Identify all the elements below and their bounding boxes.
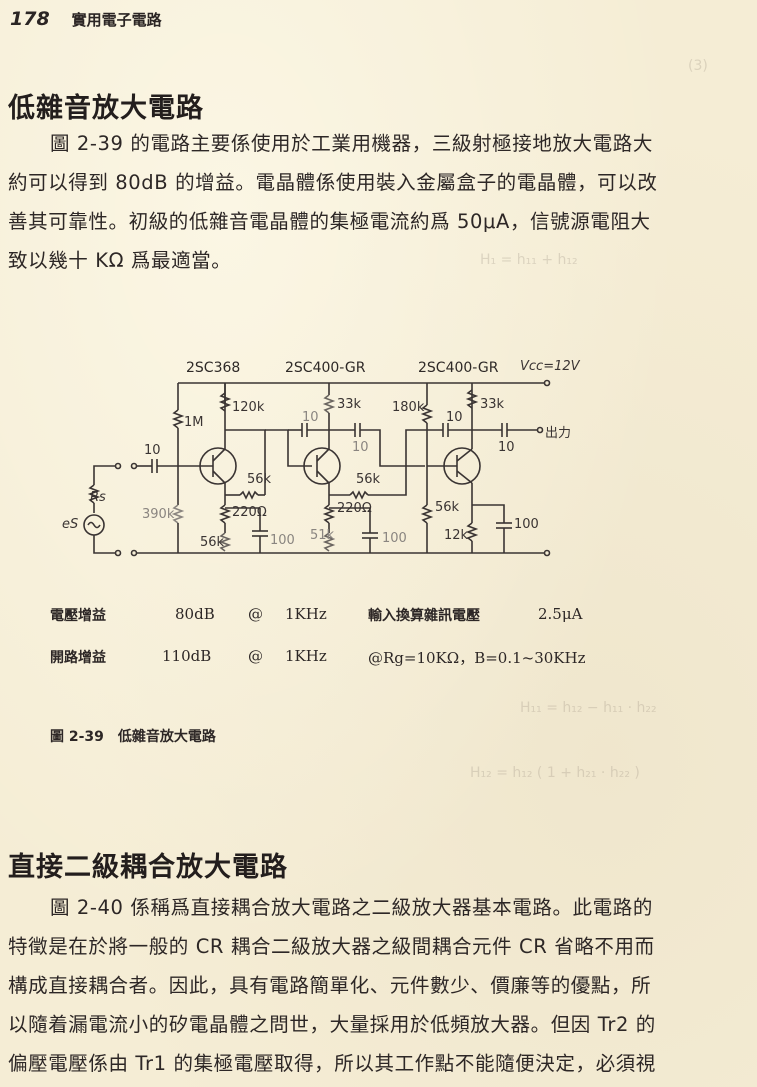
- section-title-low-noise-amplifier: 低雜音放大電路: [8, 93, 204, 124]
- section2-paragraph: 圖 2-40 係稱爲直接耦合放大電路之二級放大器基本電路。此電路的 特徵是在於將…: [8, 888, 750, 1083]
- spec-at: @: [248, 605, 263, 623]
- r-label: 1M: [184, 415, 204, 430]
- spec-extra-label: 輸入換算雜訊電壓: [368, 608, 480, 624]
- paragraph-line: 圖 2-39 的電路主要係使用於工業用機器，三級射極接地放大電路大: [50, 132, 653, 155]
- source-label: eS: [62, 517, 79, 532]
- schematic-drawing: [83, 379, 551, 557]
- r-label: 12k: [444, 528, 469, 543]
- c-label: 10: [446, 410, 463, 425]
- paragraph-line: 圖 2-40 係稱爲直接耦合放大電路之二級放大器基本電路。此電路的: [50, 896, 653, 919]
- running-head: 178 實用電子電路: [10, 8, 162, 30]
- transistor-label-q1: 2SC368: [186, 360, 241, 376]
- output-label: 出力: [545, 426, 572, 441]
- spec-at: @: [248, 647, 263, 665]
- r-label: 220Ω: [232, 505, 267, 520]
- spec-freq: 1KHz: [285, 647, 327, 665]
- r-label: 56k: [200, 535, 225, 550]
- show-through-text: H₁₁ = h₁₂ − h₁₁ · h₂₂: [520, 700, 657, 716]
- c-label: 10: [352, 440, 369, 455]
- r-label: 33k: [337, 397, 362, 412]
- transistor-label-q3: 2SC400-GR: [418, 360, 499, 376]
- show-through-text: H₁ = h₁₁ + h₁₂: [480, 252, 578, 268]
- paragraph-line: 以隨着漏電流小的矽電晶體之問世，大量採用於低頻放大器。但因 Tr2 的: [8, 1013, 656, 1036]
- vcc-label: Vcc=12V: [520, 359, 580, 374]
- figure-caption: 圖 2-39 低雜音放大電路: [50, 729, 216, 745]
- spec-value: 110dB: [162, 647, 212, 665]
- r-label: 56k: [247, 472, 272, 487]
- spec-value: 80dB: [175, 605, 215, 623]
- spec-label: 開路增益: [50, 650, 106, 666]
- page-number: 178: [10, 8, 50, 30]
- r-label: 56k: [435, 500, 460, 515]
- spec-extra-value: @Rg=10KΩ，B=0.1~30KHz: [368, 649, 586, 667]
- spec-freq: 1KHz: [285, 605, 327, 623]
- book-title: 實用電子電路: [71, 11, 162, 29]
- show-through-text: (3): [688, 58, 708, 74]
- c-label: 100: [514, 517, 539, 532]
- r-label: 120k: [232, 400, 265, 415]
- paragraph-line: 偏壓電壓係由 Tr1 的集極電壓取得，所以其工作點不能隨便決定，必須視: [8, 1052, 656, 1075]
- c-label: 100: [382, 531, 407, 546]
- spec-extra-value: 2.5μA: [538, 605, 583, 623]
- paragraph-line: 致以幾十 KΩ 爲最適當。: [8, 249, 232, 272]
- section-title-direct-coupled-amplifier: 直接二級耦合放大電路: [8, 852, 288, 883]
- r-label: 56k: [356, 472, 381, 487]
- paragraph-line: 構成直接耦合者。因此，具有電路簡單化、元件數少、價廉等的優點，所: [8, 974, 652, 997]
- c-label: 100: [270, 533, 295, 548]
- paragraph-line: 特徵是在於將一般的 CR 耦合二級放大器之級間耦合元件 CR 省略不用而: [8, 935, 655, 958]
- r-label: 390k: [142, 507, 175, 522]
- spec-label: 電壓增益: [50, 608, 106, 624]
- r-label: 51k: [310, 528, 335, 543]
- paragraph-line: 約可以得到 80dB 的增益。電晶體係使用裝入金屬盒子的電晶體，可以改: [8, 171, 658, 194]
- paragraph-line: 善其可靠性。初級的低雜音電晶體的集極電流約爲 50μA，信號源電阻大: [8, 210, 651, 233]
- show-through-text: H₁₂ = h₁₂ ( 1 + h₂₁ · h₂₂ ): [470, 765, 640, 781]
- c-label: 10: [302, 410, 319, 425]
- c-label: 10: [144, 443, 161, 458]
- r-label: 180k: [392, 400, 425, 415]
- r-label: 33k: [480, 397, 505, 412]
- c-label: 10: [498, 440, 515, 455]
- r-label: 220Ω: [337, 501, 372, 516]
- source-resistor-label: Rs: [90, 490, 106, 505]
- circuit-schematic-fig-2-39: 2SC368 2SC400-GR 2SC400-GR Vcc=12V 出力 1M…: [62, 345, 580, 570]
- section1-paragraph: 圖 2-39 的電路主要係使用於工業用機器，三級射極接地放大電路大 約可以得到 …: [8, 124, 750, 280]
- transistor-label-q2: 2SC400-GR: [285, 360, 366, 376]
